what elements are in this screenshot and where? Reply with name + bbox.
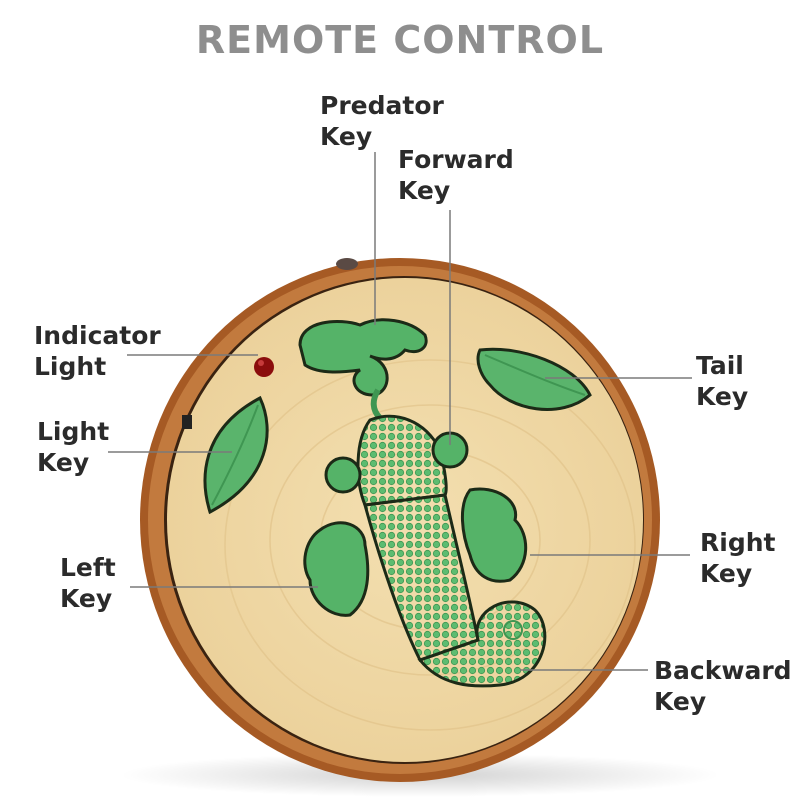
label-indicator-light: Indicator Light	[34, 321, 161, 381]
right-key-shape	[460, 487, 528, 583]
indicator-light-icon	[254, 357, 274, 377]
label-tail-key: Tail Key	[696, 351, 749, 411]
leader-lines	[108, 152, 692, 671]
light-key	[203, 395, 269, 515]
tail-key	[476, 347, 592, 411]
label-left-key: Left Key	[60, 553, 116, 613]
forward-key	[356, 414, 448, 507]
label-forward-key: Forward Key	[398, 145, 514, 205]
label-predator-key: Predator Key	[320, 91, 444, 151]
label-light-key: Light Key	[37, 417, 110, 477]
label-backward-key: Backward Key	[654, 656, 792, 716]
backward-key	[417, 600, 547, 688]
label-right-key: Right Key	[700, 528, 776, 588]
page-title: REMOTE CONTROL	[195, 18, 605, 62]
left-key-shape	[303, 521, 370, 617]
chameleon-keys	[303, 414, 547, 688]
